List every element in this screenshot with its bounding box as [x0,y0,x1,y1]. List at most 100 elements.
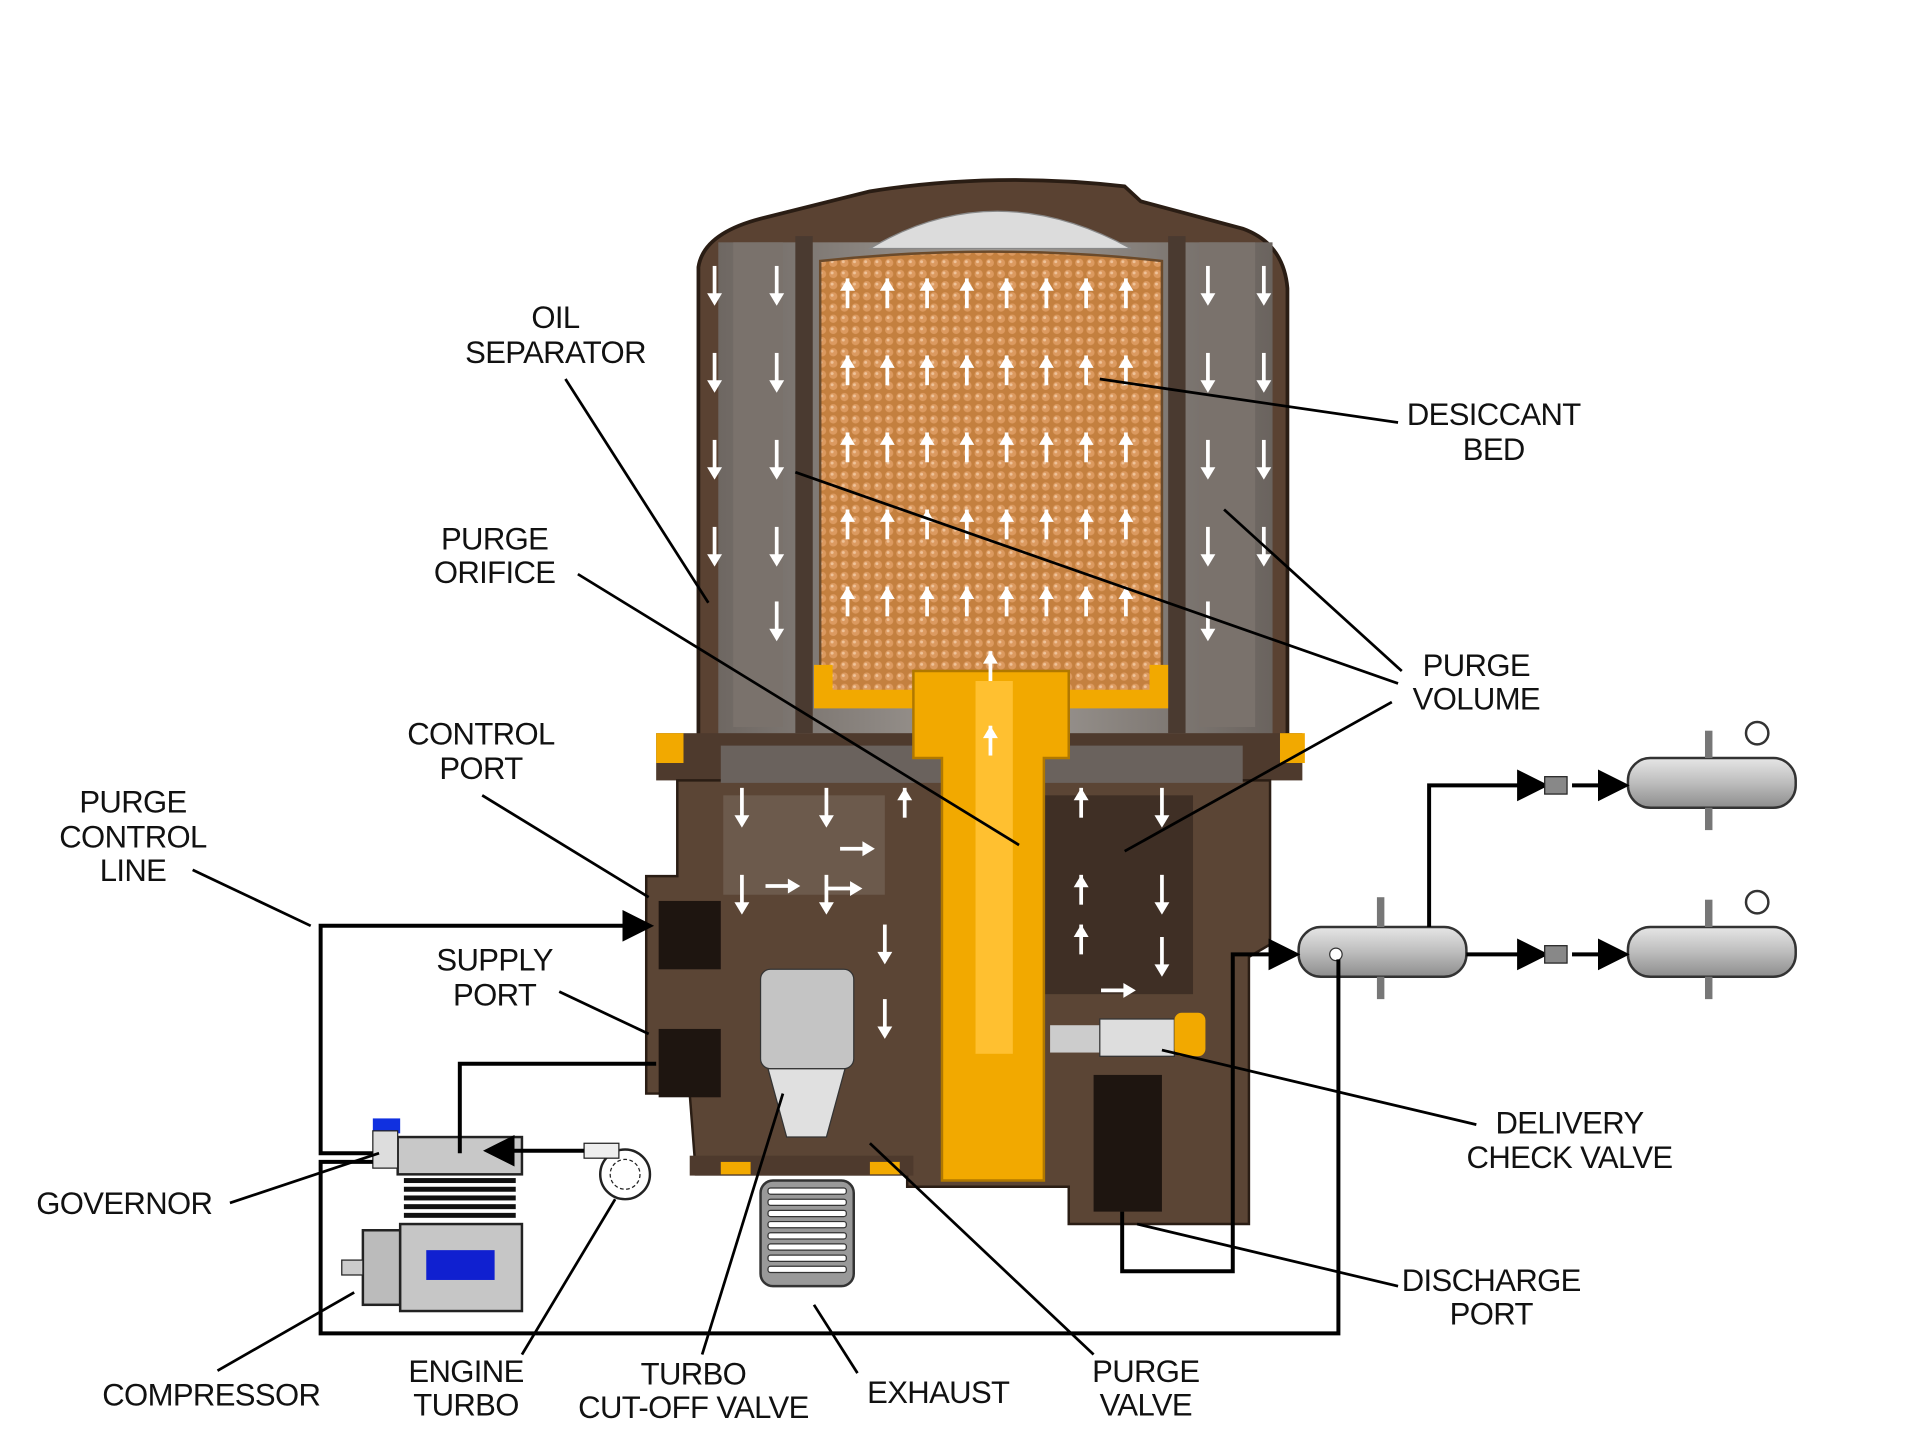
flow-arrow-icon [818,874,834,915]
flow-arrow-icon [840,432,855,463]
cooling-fin [403,1212,516,1218]
flow-arrow-icon [999,432,1015,463]
turbo-cutoff-valve [759,968,855,1138]
flow-arrow-icon [734,787,750,828]
flow-arrow-icon [707,439,723,480]
flow-arrow-icon [959,278,975,309]
flow-arrow-icon [959,509,975,540]
flow-arrow-icon [982,725,998,756]
flow-arrow-icon [1073,924,1089,955]
compressor-badge [426,1250,495,1280]
flow-arrow-icon [840,355,855,386]
flow-arrow-icon [1256,526,1272,567]
flow-arrow-icon [1256,265,1272,306]
cooling-fin [403,1195,516,1201]
flow-arrow-icon [877,924,893,965]
flow-arrow-icon [769,601,785,642]
flow-arrow-icon [879,278,895,309]
spring-coil [767,1254,847,1262]
flow-arrow-icon [959,432,975,463]
flow-arrow-icon [1038,509,1054,540]
flow-arrow-icon [707,526,723,567]
flow-arrow-icon [827,881,863,896]
spring-coil [767,1187,847,1195]
flow-arrow-icon [1118,432,1134,463]
reservoir-tank-secondary [1626,889,1797,1000]
leader-lines [192,377,1477,1374]
flow-arrows [707,265,1272,1039]
engine-turbo [583,1142,652,1201]
flow-arrow-icon [1038,586,1054,617]
flow-arrow-icon [765,878,801,894]
flow-arrow-icon [1154,874,1170,915]
governor [372,1118,401,1169]
desiccant-bed [813,250,1169,709]
flow-arrow-icon [1118,355,1134,386]
flow-arrow-icon [769,265,785,306]
flow-arrow-icon [999,509,1015,540]
flow-arrow-icon [840,841,875,857]
cooling-fin [403,1204,516,1210]
reservoir-tank-primary [1626,720,1797,831]
flow-arrow-icon [818,787,834,828]
flow-arrow-icon [919,432,935,463]
flow-arrow-icon [1256,352,1272,393]
cooling-fin [403,1178,516,1184]
spring-coil [767,1209,847,1218]
flow-arrow-icon [1078,432,1094,463]
flow-arrow-icon [897,787,913,818]
spring-coil [767,1198,847,1207]
flow-arrow-icon [1118,509,1134,540]
flow-arrow-icon [919,586,935,617]
flow-arrow-icon [879,509,895,540]
label-compressor: COMPRESSOR [102,1377,320,1412]
flow-arrow-icon [1200,439,1216,480]
flow-arrow-icon [1118,586,1134,617]
flow-arrow-icon [999,355,1015,386]
cooling-fin [403,1186,516,1192]
flow-arrow-icon [999,586,1015,617]
flow-arrow-icon [769,352,785,393]
flow-arrow-icon [734,874,750,915]
flow-arrow-icon [707,265,723,306]
flow-arrow-icon [840,586,855,617]
flow-arrow-icon [982,651,998,681]
air-lines [318,769,1630,1336]
flow-arrow-icon [1200,526,1216,567]
flow-arrow-icon [1038,432,1054,463]
flow-arrow-icon [840,509,855,540]
label-governor: GOVERNOR [36,1186,212,1221]
flow-arrow-icon [879,432,895,463]
flow-arrow-icon [1078,278,1094,309]
flow-arrow-icon [769,526,785,567]
spring-coil [767,1220,847,1229]
compressor [341,1135,524,1313]
flow-arrow-icon [769,439,785,480]
center-core [912,669,1070,1182]
flow-arrow-icon [1078,509,1094,540]
flow-arrow-icon [919,355,935,386]
flow-arrow-icon [1078,586,1094,617]
flow-arrow-icon [1038,355,1054,386]
flow-arrow-icon [959,586,975,617]
label-exhaust: EXHAUST [867,1375,1010,1410]
supply-tank [1297,897,1468,1000]
flow-arrow-icon [999,278,1015,309]
flow-arrow-icon [879,355,895,386]
flow-arrow-icon [879,586,895,617]
spring-coil [767,1232,847,1240]
flow-arrow-icon [877,999,893,1039]
flow-arrow-icon [1078,355,1094,386]
